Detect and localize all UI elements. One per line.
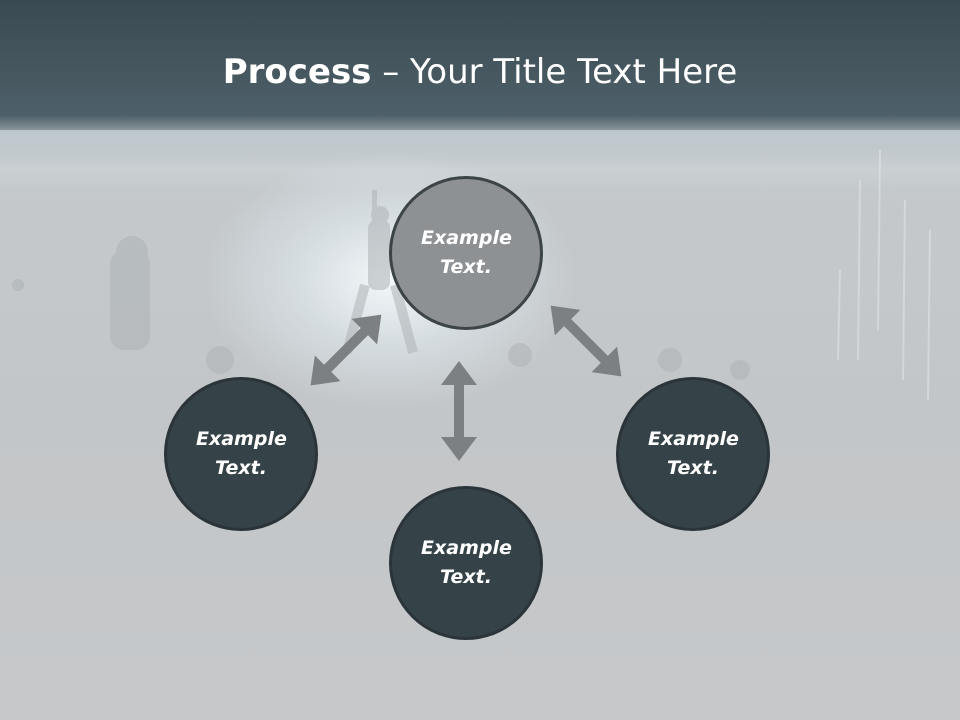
arrow-top-right [550, 305, 622, 377]
process-node-right[interactable]: Example Text. [616, 377, 770, 531]
title-bold: Process [222, 52, 372, 92]
node-label: Example Text. [648, 428, 739, 479]
process-node-top[interactable]: Example Text. [389, 176, 543, 330]
node-label: Example Text. [196, 428, 287, 479]
process-node-bottom[interactable]: Example Text. [389, 486, 543, 640]
arrow-vertical [441, 361, 477, 461]
node-label: Example Text. [421, 537, 512, 588]
node-label: Example Text. [421, 227, 512, 278]
title-rest: – Your Title Text Here [371, 52, 738, 92]
slide-title: Process – Your Title Text Here [0, 52, 960, 92]
process-node-left[interactable]: Example Text. [164, 377, 318, 531]
arrow-top-left-head [310, 314, 382, 386]
